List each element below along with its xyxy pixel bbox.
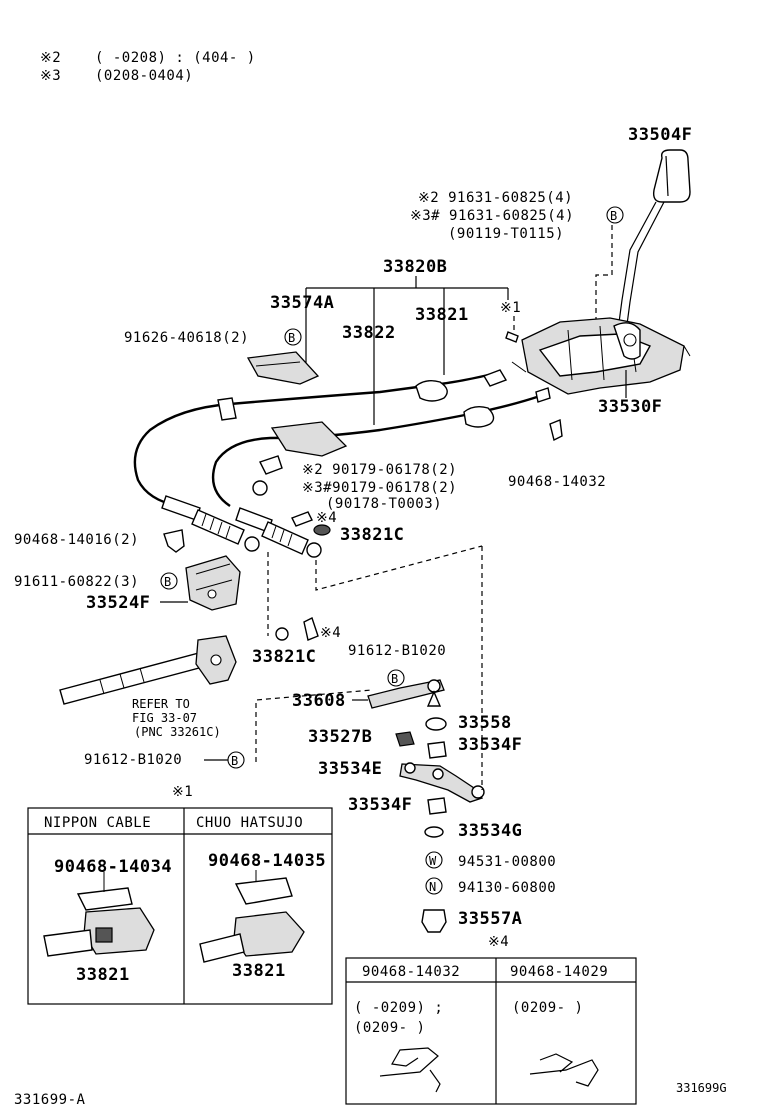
label-90179-a: ※2 90179-06178(2) [302, 462, 457, 478]
label-90468-14016: 90468-14016(2) [14, 532, 139, 548]
label-33821: 33821 [415, 305, 469, 325]
callout-w-icon: W [425, 851, 443, 869]
svg-text:W: W [429, 854, 437, 868]
label-33524F: 33524F [86, 593, 150, 613]
box1-part-right: 90468-14035 [208, 851, 326, 871]
box4-header-right: 90468-14029 [510, 964, 608, 980]
transmission-shaft [59, 635, 237, 705]
shift-lever-base [511, 317, 691, 395]
svg-text:N: N [429, 880, 436, 894]
shift-lever [617, 201, 665, 333]
box1-bottom-left: 33821 [76, 965, 130, 985]
variant-table-4: 90468-14032 90468-14029 ( -0209) ; (0209… [345, 957, 637, 1105]
svg-text:B: B [610, 209, 617, 223]
lever-33608 [367, 679, 445, 709]
label-33534F-b: 33534F [348, 795, 412, 815]
label-91611: 91611-60822(3) [14, 574, 139, 590]
label-33534G: 33534G [458, 821, 522, 841]
label-90468-14032: 90468-14032 [508, 474, 606, 490]
box4-header-left: 90468-14032 [362, 964, 460, 980]
legend-range-3: (0208-0404) [95, 68, 193, 84]
svg-text:B: B [164, 575, 171, 589]
svg-text:B: B [231, 754, 238, 768]
label-94531: 94531-00800 [458, 854, 556, 870]
callout-b-icon: B [160, 572, 178, 590]
label-33534E: 33534E [318, 759, 382, 779]
label-90119: (90119-T0115) [448, 226, 564, 242]
label-mark1-box: ※1 [172, 784, 193, 800]
label-33558: 33558 [458, 713, 512, 733]
bracket-33574A [246, 351, 320, 385]
svg-text:B: B [288, 331, 295, 345]
callout-n-icon: N [425, 877, 443, 895]
label-91631-b: ※3# 91631-60825(4) [410, 208, 574, 224]
label-mark4-b: ※4 [320, 625, 341, 641]
box1-part-left: 90468-14034 [54, 857, 172, 877]
box1-bottom-right: 33821 [232, 961, 286, 981]
callout-b-icon: B [284, 328, 302, 346]
svg-text:B: B [391, 672, 398, 686]
label-mark4-box: ※4 [488, 934, 509, 950]
variant-table-1: NIPPON CABLE CHUO HATSUJO 90468-14034 90… [27, 807, 333, 1005]
linkage-33534E [399, 763, 484, 803]
callout-b-icon: B [606, 206, 624, 224]
label-refer-3: (PNC 33261C) [134, 725, 221, 739]
bracket-33524F [185, 555, 241, 611]
label-33608: 33608 [292, 691, 346, 711]
label-mark1-top: ※1 [500, 300, 521, 316]
label-33574A: 33574A [270, 293, 334, 313]
label-33820B: 33820B [383, 257, 447, 277]
label-90178: (90178-T0003) [326, 496, 442, 512]
footer-code-right: 331699G [676, 1081, 727, 1095]
label-33822: 33822 [342, 323, 396, 343]
label-91626: 91626-40618(2) [124, 330, 249, 346]
shift-knob [652, 149, 691, 203]
label-33821C-a: 33821C [340, 525, 404, 545]
legend-mark-3: ※3 [40, 68, 61, 84]
label-33534F-a: 33534F [458, 735, 522, 755]
label-33530F: 33530F [598, 397, 662, 417]
box1-header-chuo: CHUO HATSUJO [196, 815, 303, 831]
label-90179-b: ※3#90179-06178(2) [302, 480, 457, 496]
label-91612-a: 91612-B1020 [348, 643, 446, 659]
box1-header-nippon: NIPPON CABLE [44, 815, 151, 831]
legend-range-2: ( -0208) : (404- ) [95, 50, 256, 66]
label-refer-1: REFER TO [132, 697, 190, 711]
legend-mark-2: ※2 [40, 50, 61, 66]
footer-code-left: 331699-A [14, 1092, 86, 1108]
callout-b-icon: B [227, 751, 245, 769]
label-91631-a: ※2 91631-60825(4) [418, 190, 573, 206]
callout-b-icon: B [387, 669, 405, 687]
label-33821C-b: 33821C [252, 647, 316, 667]
label-33504F: 33504F [628, 125, 692, 145]
box4-range-right-1: (0209- ) [512, 1000, 583, 1016]
label-mark4-a: ※4 [316, 510, 337, 526]
label-33527B: 33527B [308, 727, 372, 747]
label-91612-b: 91612-B1020 [84, 752, 182, 768]
cable-bracket [270, 421, 348, 457]
box4-range-left-1: ( -0209) ; [354, 1000, 443, 1016]
label-33557A: 33557A [458, 909, 522, 929]
label-refer-2: FIG 33-07 [132, 711, 197, 725]
box4-range-left-2: (0209- ) [354, 1020, 425, 1036]
label-94130: 94130-60800 [458, 880, 556, 896]
